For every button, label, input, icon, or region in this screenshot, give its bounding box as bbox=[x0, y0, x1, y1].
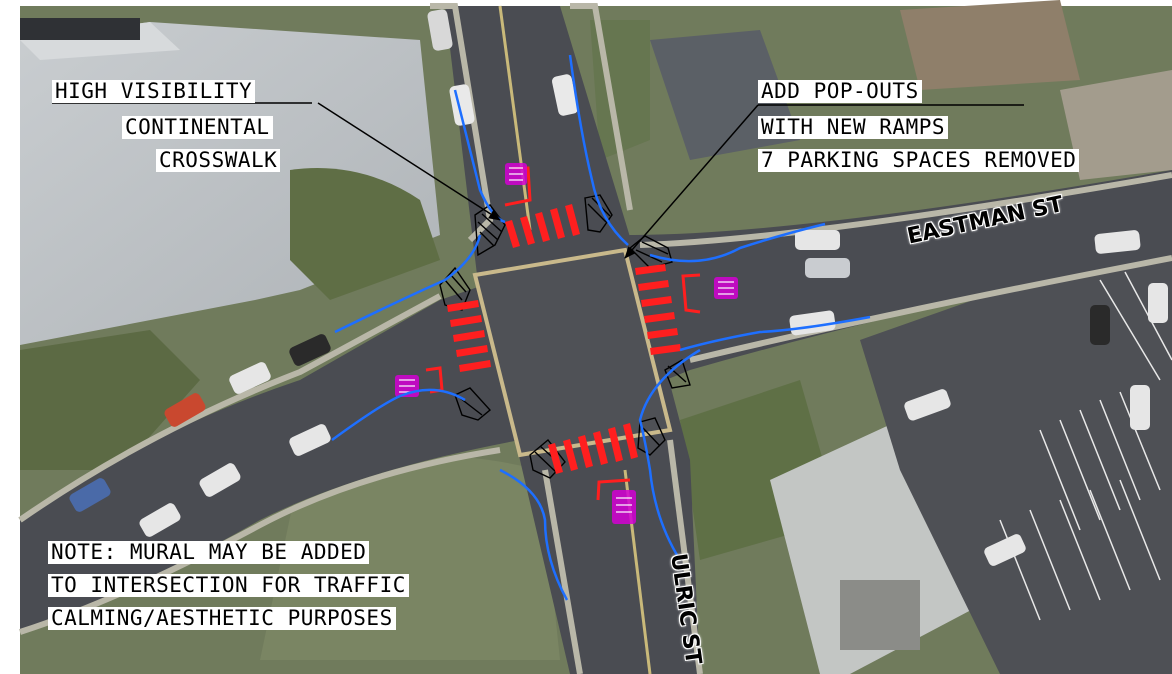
sidewalk bbox=[18, 293, 442, 523]
popouts-callout-line-2: WITH NEW RAMPS bbox=[758, 116, 949, 139]
curb-ramp-symbol-hatching bbox=[399, 167, 734, 513]
sidewalk bbox=[570, 3, 633, 211]
crosswalk-callout-line-1: HIGH VISIBILITY bbox=[52, 80, 256, 103]
crosswalk-east bbox=[635, 264, 681, 355]
sidewalk bbox=[689, 255, 1172, 363]
rooftop-equipment bbox=[840, 580, 920, 650]
grass-area bbox=[290, 168, 440, 300]
sidewalk bbox=[542, 469, 583, 674]
crosswalk-south bbox=[548, 423, 638, 474]
popouts-callout-leader bbox=[624, 104, 759, 259]
sidewalk bbox=[667, 439, 703, 674]
crosswalk-west bbox=[447, 300, 491, 372]
parking-stall-lines bbox=[999, 271, 1172, 621]
popouts-callout-line-3: 7 PARKING SPACES REMOVED bbox=[758, 149, 1080, 172]
house-roof bbox=[1060, 70, 1172, 180]
note-line-3: CALMING/AESTHETIC PURPOSES bbox=[48, 607, 396, 630]
popouts-callout-line-1: ADD POP-OUTS bbox=[758, 80, 922, 103]
grass-area bbox=[20, 330, 200, 470]
note-line-1: NOTE: MURAL MAY BE ADDED bbox=[48, 541, 370, 564]
commercial-building-roof bbox=[770, 420, 990, 674]
note-line-2: TO INTERSECTION FOR TRAFFIC bbox=[48, 574, 409, 597]
building-shadow bbox=[20, 18, 140, 40]
house-roof bbox=[900, 0, 1080, 90]
crosswalk-callout-line-2: CONTINENTAL bbox=[122, 116, 273, 139]
sidewalk bbox=[639, 172, 1172, 248]
ulric-st-centerline bbox=[498, 5, 532, 231]
crosswalk-callout-line-3: CROSSWALK bbox=[156, 149, 281, 172]
left-margin bbox=[0, 0, 20, 674]
crosswalk-north bbox=[505, 204, 580, 248]
intersection-area bbox=[472, 247, 673, 458]
crosswalk-callout-leader bbox=[317, 102, 501, 221]
